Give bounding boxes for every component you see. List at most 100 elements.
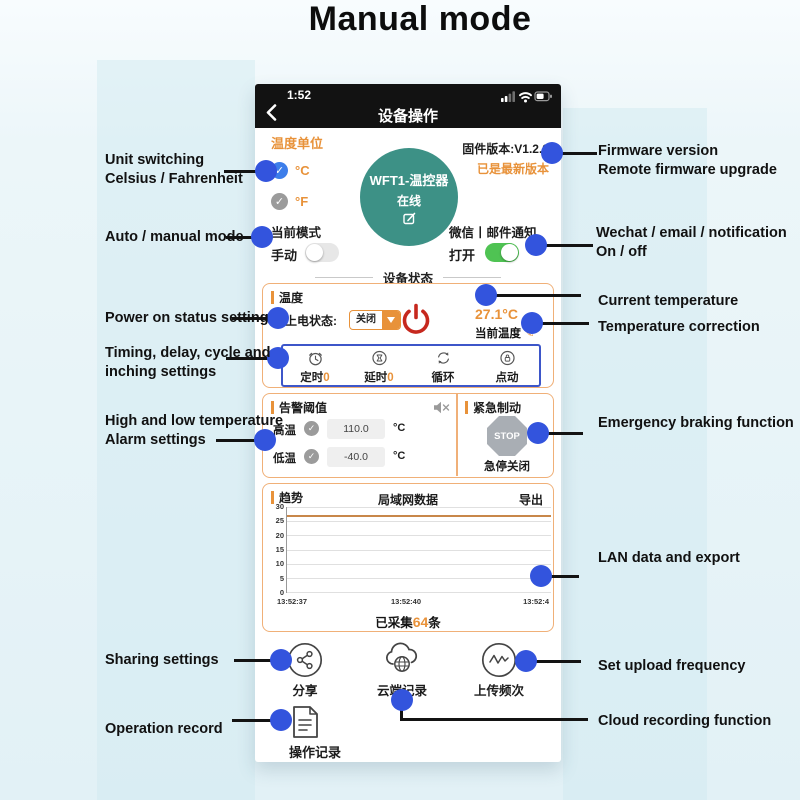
mute-icon[interactable]	[433, 400, 450, 415]
hourglass-icon	[371, 350, 387, 366]
alarm-box-title: 告警阈值	[279, 401, 328, 415]
current-temp-text: 当前温度	[475, 328, 521, 340]
annotation-operation-record: Operation record	[105, 721, 223, 737]
chart-gridline	[287, 577, 551, 579]
operation-record-label[interactable]: 操作记录	[288, 745, 341, 760]
low-temp-check-icon[interactable]: ✓	[304, 449, 319, 464]
share-icon[interactable]	[287, 642, 323, 678]
connector-line	[538, 432, 583, 435]
operation-record-icon[interactable]	[290, 705, 320, 739]
share-label[interactable]: 分享	[292, 684, 318, 698]
chart-ytick: 0	[279, 588, 284, 597]
mode-section-label: 当前模式	[271, 226, 322, 240]
chart-ytick: 10	[275, 559, 284, 569]
background-band-right	[563, 108, 707, 800]
chart-ytick: 15	[275, 545, 284, 554]
fahrenheit-radio[interactable]: ✓ °F	[271, 193, 308, 210]
high-temp-label: 高温	[273, 425, 296, 437]
annotation-firmware: Firmware version Remote firmware upgrade	[598, 143, 777, 178]
high-temp-check-icon[interactable]: ✓	[304, 421, 319, 436]
low-temp-unit: °C	[393, 450, 406, 462]
phone-screenshot: 1:52 设备操作 温度单位 ✓ °C ✓ °F	[255, 84, 561, 762]
temperature-box: 温度 上电状态: 关闭 27.1°C 当前温度 ✎	[262, 283, 554, 388]
chart-title: 趋势	[279, 491, 304, 505]
brake-caption: 急停关闭	[484, 461, 530, 473]
upload-frequency-icon[interactable]	[481, 642, 517, 678]
stop-text: STOP	[494, 430, 520, 442]
temp-box-title: 温度	[279, 291, 304, 305]
timer-label: 循环	[431, 372, 455, 384]
timer-label: 延时	[364, 372, 388, 384]
connector-dot	[391, 689, 413, 711]
phone-content: 温度单位 ✓ °C ✓ °F WFT1-温控器 在线 固件版本:V1.2.9 已…	[255, 128, 561, 762]
collected-suffix: 条	[428, 616, 441, 630]
chart-ytick: 30	[275, 502, 284, 511]
high-temp-input[interactable]: 110.0	[327, 419, 385, 439]
alarm-clock-icon	[308, 352, 322, 366]
delay-setting[interactable]: 延时0	[347, 346, 411, 385]
chart-subtitle: 局域网数据	[377, 493, 438, 507]
connector-line	[216, 439, 267, 442]
connector-line	[532, 322, 589, 325]
connector-dot	[530, 565, 552, 587]
collected-count-line: 已采集64条	[263, 612, 553, 631]
power-state-label: 上电状态:	[285, 314, 337, 328]
alarm-threshold-box: 告警阈值 高温 ✓ 110.0 °C 低温 ✓ -40.0 °C 紧急制动 ST…	[262, 393, 554, 478]
timer-label: 定时	[300, 372, 324, 384]
cycle-setting[interactable]: 循环	[411, 346, 475, 385]
low-temp-input[interactable]: -40.0	[327, 447, 385, 467]
notify-toggle[interactable]	[485, 243, 519, 262]
collected-prefix: 已采集	[375, 616, 413, 630]
device-online-status: 在线	[396, 193, 421, 208]
manual-mode-toggle[interactable]	[305, 243, 339, 262]
upload-frequency-label[interactable]: 上传频次	[473, 684, 524, 698]
low-temp-label: 低温	[273, 453, 296, 465]
page-title: Manual mode	[308, 0, 532, 38]
chart-ytick: 5	[279, 573, 284, 583]
timer-settings-box: 定时0 延时0 循环	[281, 344, 541, 387]
nav-title: 设备操作	[377, 108, 438, 125]
connector-dot	[475, 284, 497, 306]
inching-setting[interactable]: 点动	[475, 346, 539, 385]
back-icon[interactable]	[266, 104, 277, 121]
chart-export-button[interactable]: 导出	[518, 493, 543, 507]
connector-dot	[515, 650, 537, 672]
cycle-arrows-icon	[437, 352, 449, 364]
high-temp-unit: °C	[393, 422, 406, 434]
annotation-power-on-status: Power on status setting	[105, 310, 269, 326]
notify-section-label: 微信丨邮件通知	[449, 226, 537, 240]
connector-dot	[521, 312, 543, 334]
chart-gridline	[287, 535, 551, 537]
emergency-stop-button[interactable]: STOP	[487, 416, 527, 456]
chart-gridline	[287, 521, 551, 523]
connector-line	[552, 152, 597, 155]
chart-ytick: 25	[275, 516, 284, 526]
phone-header: 1:52 设备操作	[255, 84, 561, 128]
connector-line	[232, 317, 280, 320]
status-icons	[501, 91, 552, 103]
timer-value: 0	[323, 372, 330, 384]
annotation-lan-data: LAN data and export	[598, 550, 740, 566]
chart-gridline	[287, 549, 551, 551]
connector-dot	[251, 226, 273, 248]
firmware-latest[interactable]: 已是最新版本	[476, 162, 549, 176]
power-button[interactable]	[397, 300, 435, 338]
unit-section-label: 温度单位	[271, 136, 324, 151]
title-bar-accent	[271, 291, 274, 304]
connector-line	[400, 718, 588, 721]
connector-line	[541, 575, 579, 578]
connector-dot	[267, 307, 289, 329]
connector-line	[234, 659, 283, 662]
brake-title: 紧急制动	[473, 401, 522, 415]
cloud-record-icon[interactable]	[381, 638, 423, 678]
annotation-emergency-braking: Emergency braking function	[598, 415, 794, 431]
timing-setting[interactable]: 定时0	[283, 346, 347, 385]
edit-icon[interactable]	[402, 212, 416, 225]
chart-gridline	[287, 563, 551, 565]
firmware-version: 固件版本:V1.2.9	[462, 142, 549, 156]
connector-dot	[254, 429, 276, 451]
lock-icon	[499, 350, 515, 366]
power-state-dropdown[interactable]: 关闭	[349, 310, 401, 330]
chart-series-line	[287, 515, 551, 518]
